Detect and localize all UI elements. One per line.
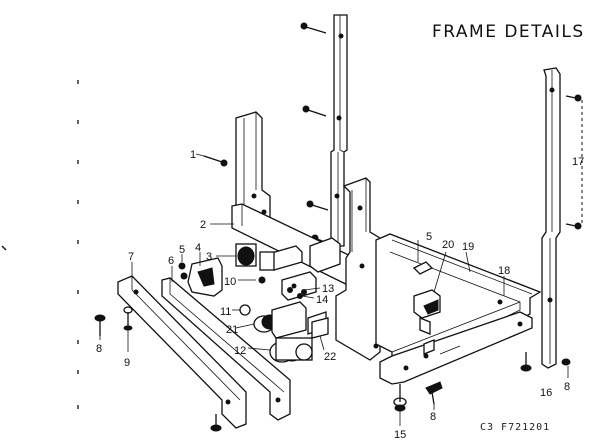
- part-label: 5: [426, 231, 432, 243]
- upright-screws: [300, 22, 331, 245]
- part-label: 3: [206, 251, 212, 263]
- part-label: 4: [195, 242, 201, 254]
- part-label: 11: [220, 306, 231, 318]
- part-5-screw: [178, 262, 186, 270]
- part-label: 20: [442, 239, 454, 251]
- part-label: 19: [462, 241, 474, 253]
- part-label: 5: [179, 244, 185, 256]
- part-label: 22: [324, 351, 336, 363]
- kick-plate: [117, 275, 247, 429]
- part-label: 13: [322, 283, 334, 295]
- center-upright-rail: [330, 14, 348, 247]
- part-label: 17: [572, 156, 584, 168]
- front-lower-rail: [161, 277, 291, 421]
- diagram-code: C3 F721201: [480, 422, 551, 433]
- part-label: 2: [200, 219, 206, 231]
- left-edge-marks: [1, 80, 79, 409]
- part-label: 6: [168, 255, 174, 267]
- base-tray: [375, 233, 542, 385]
- part-labels: 1 2 3 4 5 5 6 7 8 8 8 9 10 11 12 13 14 1…: [96, 149, 584, 440]
- part-label: 1: [190, 149, 196, 161]
- part-label: 16: [540, 387, 552, 399]
- part-label: 21: [226, 324, 238, 336]
- leader-lines: [99, 153, 569, 426]
- part-label: 8: [564, 381, 570, 393]
- roller-assembly: [239, 301, 329, 363]
- part-label: 12: [234, 345, 246, 357]
- part-label: 15: [394, 429, 406, 440]
- part-17-screws: [565, 94, 583, 230]
- center-gusset: [335, 177, 381, 361]
- part-label: 18: [498, 265, 510, 277]
- loose-fasteners: [94, 306, 532, 432]
- part-label: 7: [128, 251, 134, 263]
- part-label: 14: [316, 294, 328, 306]
- part-label: 10: [224, 276, 236, 288]
- part-label: 8: [430, 411, 436, 423]
- mount-assembly-left: [180, 243, 275, 297]
- part-1-screw: [203, 155, 228, 167]
- part-label: 9: [124, 357, 130, 369]
- right-side-rail: [541, 67, 571, 369]
- part-13-14-screws: [287, 287, 307, 295]
- part-label: 8: [96, 343, 102, 355]
- diagram-title: FRAME DETAILS: [432, 22, 585, 42]
- tray-brackets: [412, 261, 441, 355]
